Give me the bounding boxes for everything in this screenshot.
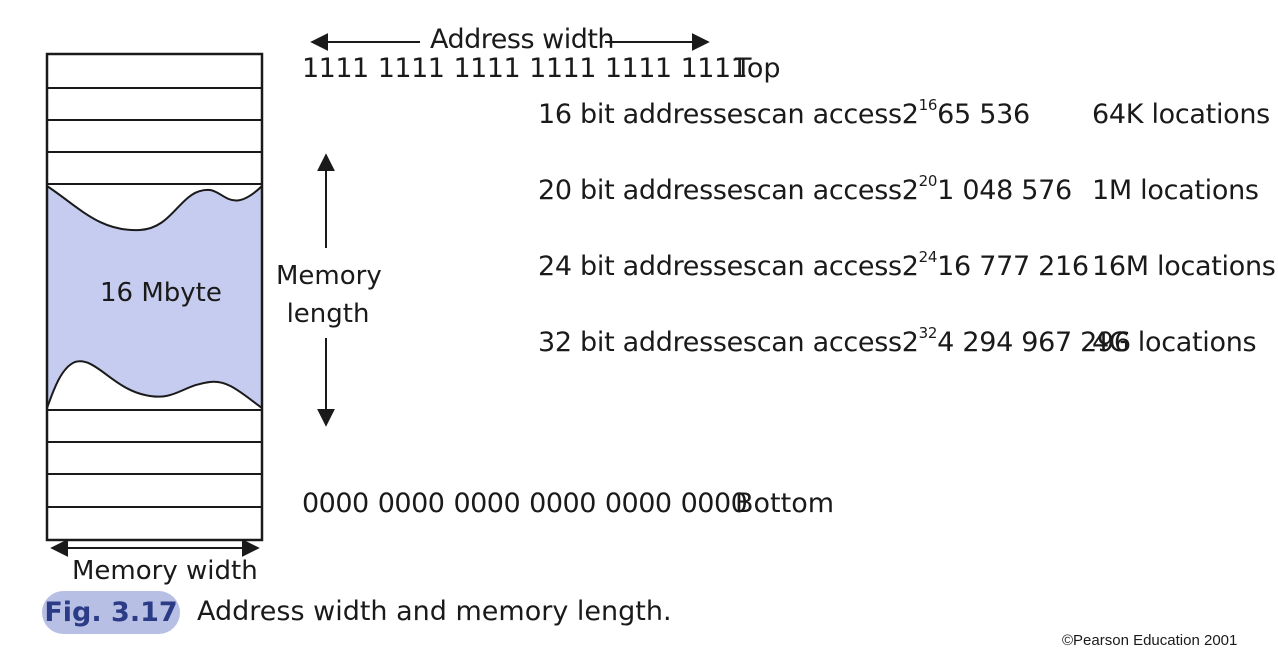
bit-group: 0000 xyxy=(377,488,445,519)
row-prefix: 20 bit addressescan access2 xyxy=(538,175,919,206)
locations-24: 16M locations xyxy=(1092,251,1276,282)
memory-break-fill xyxy=(47,186,262,408)
memory-break-bottom-wave xyxy=(46,360,263,409)
bit-group: 1111 xyxy=(529,53,596,84)
bit-group: 0000 xyxy=(302,488,369,519)
row-value: 1 048 576 xyxy=(937,175,1072,206)
row-value: 65 536 xyxy=(937,99,1030,130)
address-row-24: 24 bit addressescan access22416 777 216 xyxy=(538,248,1089,282)
top-label: Top xyxy=(735,53,781,84)
figure-number-badge: Fig. 3.17 xyxy=(42,591,180,634)
row-exponent: 16 xyxy=(918,96,938,114)
memory-width-label: Memory width xyxy=(72,556,258,586)
locations-20: 1M locations xyxy=(1092,175,1259,206)
address-row-20: 20 bit addressescan access2201 048 576 xyxy=(538,172,1072,206)
memory-break-top-wave xyxy=(46,185,263,232)
bit-group: 1111 xyxy=(604,53,672,84)
row-prefix: 24 bit addressescan access2 xyxy=(538,251,919,282)
bottom-label: Bottom xyxy=(735,488,835,519)
row-prefix: 16 bit addressescan access2 xyxy=(538,99,919,130)
address-row-16: 16 bit addressescan access21665 536 xyxy=(538,96,1030,130)
row-value: 4 294 967 296 xyxy=(937,327,1131,358)
bit-group: 0000 xyxy=(453,488,521,519)
row-prefix: 32 bit addressescan access2 xyxy=(538,327,919,358)
locations-32: 4G locations xyxy=(1092,327,1257,358)
bit-group: 0000 xyxy=(604,488,672,519)
address-width-label: Address width xyxy=(430,24,615,55)
row-value: 16 777 216 xyxy=(937,251,1089,282)
bit-group: 1111 xyxy=(680,53,748,84)
row-exponent: 32 xyxy=(918,324,938,342)
figure-caption: Address width and memory length. xyxy=(197,596,672,627)
locations-16: 64K locations xyxy=(1092,99,1270,130)
bit-group: 1111 xyxy=(302,53,369,84)
bit-group: 0000 xyxy=(680,488,748,519)
row-exponent: 20 xyxy=(918,172,938,190)
memory-size-label: 16 Mbyte xyxy=(100,278,222,308)
top-address-bits: 1111 1111 1111 1111 1111 1111 xyxy=(302,53,756,84)
bit-group: 1111 xyxy=(453,53,521,84)
bottom-address-bits: 0000 0000 0000 0000 0000 0000 xyxy=(302,488,756,519)
row-exponent: 24 xyxy=(918,248,938,266)
address-row-32: 32 bit addressescan access2324 294 967 2… xyxy=(538,324,1131,358)
bit-group: 0000 xyxy=(529,488,596,519)
memory-length-line1: Memory xyxy=(276,261,382,291)
bit-group: 1111 xyxy=(377,53,445,84)
memory-length-line2: length xyxy=(286,299,370,329)
copyright-credit: ©Pearson Education 2001 xyxy=(1062,632,1238,649)
memory-length-label: Memory length xyxy=(276,257,382,333)
